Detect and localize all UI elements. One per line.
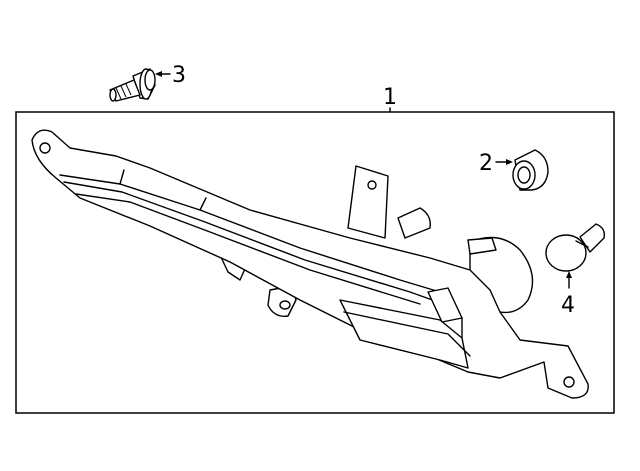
fog-lamp-assembly-part-1[interactable] xyxy=(31,129,589,399)
callout-1-label: 1 xyxy=(383,85,397,110)
bolt-part-3[interactable] xyxy=(109,68,156,102)
callout-3-label: 3 xyxy=(172,63,186,88)
callout-2-label: 2 xyxy=(479,151,493,176)
bulb-part-4[interactable] xyxy=(545,223,606,272)
callout-3-arrow xyxy=(155,71,162,77)
socket-part-2[interactable] xyxy=(512,149,549,191)
callout-2-arrow xyxy=(506,159,513,165)
callout-4-label: 4 xyxy=(561,293,575,318)
callout-4-arrow xyxy=(566,271,572,278)
assembly-frame xyxy=(15,111,615,414)
